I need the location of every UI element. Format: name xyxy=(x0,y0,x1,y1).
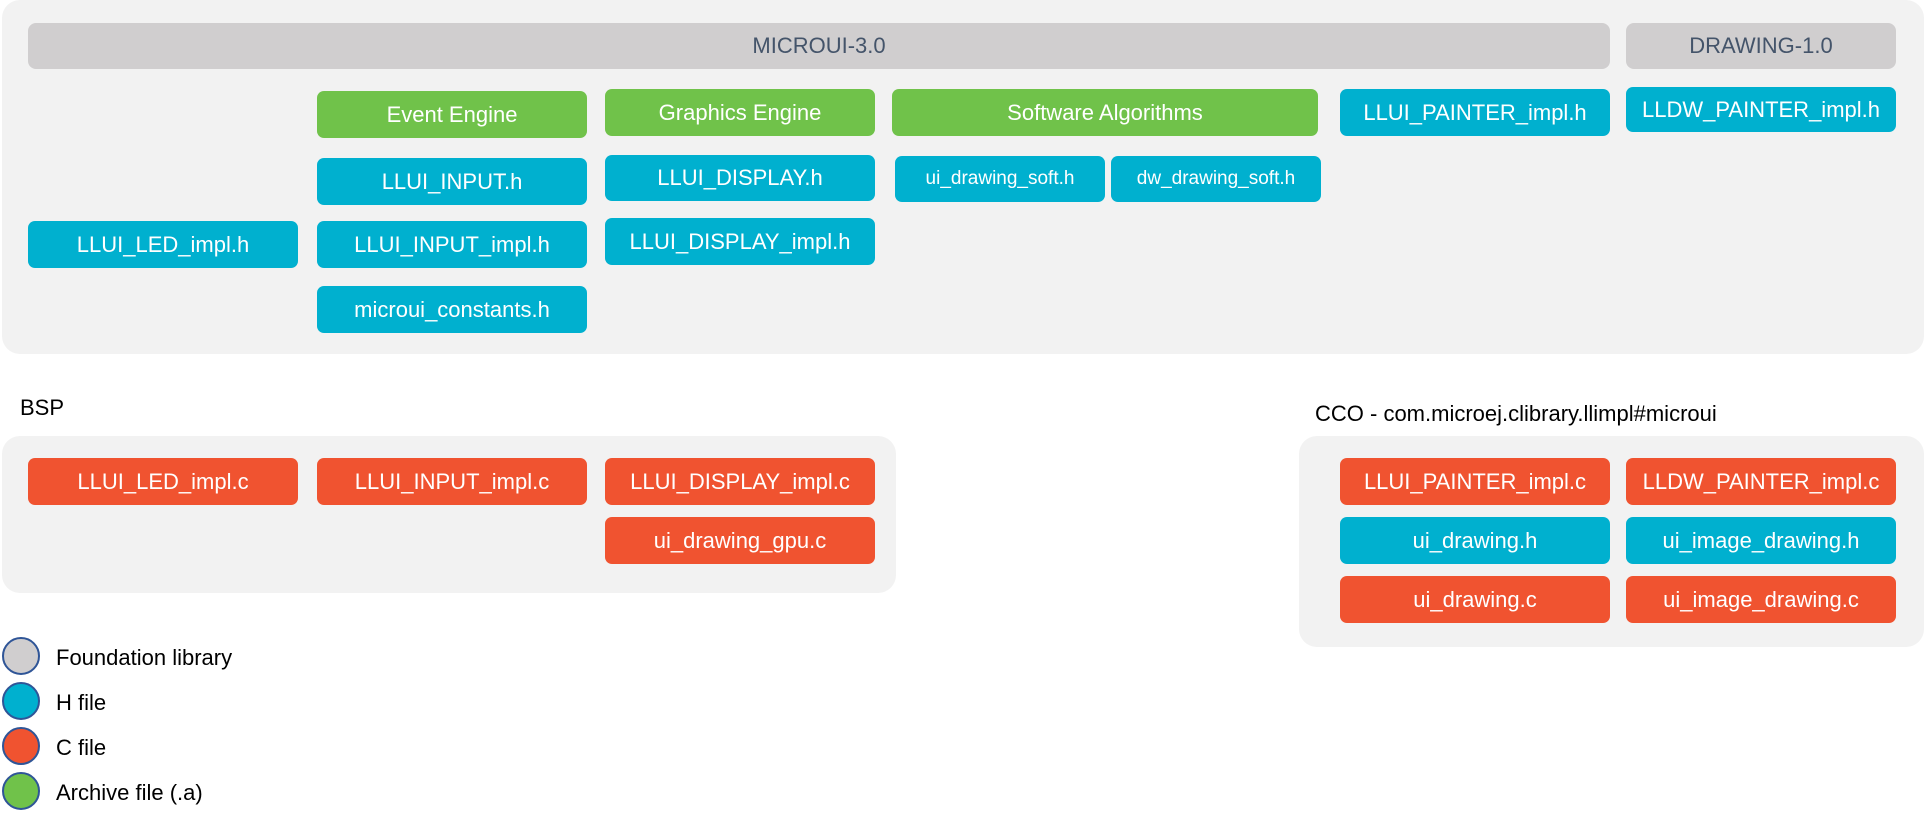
legend-h-file-swatch xyxy=(2,682,40,720)
software-algorithms-box: Software Algorithms xyxy=(892,89,1318,136)
ui-image-drawing-h-box: ui_image_drawing.h xyxy=(1626,517,1896,564)
llui-input-impl-h-box: LLUI_INPUT_impl.h xyxy=(317,221,587,268)
llui-input-impl-c-box: LLUI_INPUT_impl.c xyxy=(317,458,587,505)
legend-archive-swatch xyxy=(2,772,40,810)
legend-archive-label: Archive file (.a) xyxy=(56,780,203,805)
legend-c-file-label: C file xyxy=(56,735,107,760)
drawing-header: DRAWING-1.0 xyxy=(1626,23,1896,69)
llui-display-impl-c-box: LLUI_DISPLAY_impl.c xyxy=(605,458,875,505)
legend-h-file-label: H file xyxy=(56,690,107,715)
ui-drawing-gpu-c-box: ui_drawing_gpu.c xyxy=(605,517,875,564)
llui-input-h-box: LLUI_INPUT.h xyxy=(317,158,587,205)
legend-foundation-label: Foundation library xyxy=(56,645,233,670)
llui-display-impl-h-box: LLUI_DISPLAY_impl.h xyxy=(605,218,875,265)
dw-drawing-soft-h-box: dw_drawing_soft.h xyxy=(1111,156,1321,202)
graphics-engine-box: Graphics Engine xyxy=(605,89,875,136)
lldw-painter-impl-h-box: LLDW_PAINTER_impl.h xyxy=(1626,87,1896,132)
llui-led-impl-c-box: LLUI_LED_impl.c xyxy=(28,458,298,505)
lldw-painter-impl-c-box: LLDW_PAINTER_impl.c xyxy=(1626,458,1896,505)
legend-c-file-swatch xyxy=(2,727,40,765)
ui-drawing-c-box: ui_drawing.c xyxy=(1340,576,1610,623)
event-engine-box: Event Engine xyxy=(317,91,587,138)
ui-image-drawing-c-box: ui_image_drawing.c xyxy=(1626,576,1896,623)
llui-painter-impl-h-box: LLUI_PAINTER_impl.h xyxy=(1340,89,1610,136)
ui-drawing-soft-h-box: ui_drawing_soft.h xyxy=(895,156,1105,202)
bsp-title: BSP xyxy=(20,395,65,420)
microui-constants-h-box: microui_constants.h xyxy=(317,286,587,333)
llui-display-h-box: LLUI_DISPLAY.h xyxy=(605,155,875,201)
cco-title: CCO - com.microej.clibrary.llimpl#microu… xyxy=(1315,401,1717,426)
legend-foundation-swatch xyxy=(2,637,40,675)
llui-led-impl-h-box: LLUI_LED_impl.h xyxy=(28,221,298,268)
llui-painter-impl-c-box: LLUI_PAINTER_impl.c xyxy=(1340,458,1610,505)
microui-header: MICROUI-3.0 xyxy=(28,23,1610,69)
ui-drawing-h-box: ui_drawing.h xyxy=(1340,517,1610,564)
